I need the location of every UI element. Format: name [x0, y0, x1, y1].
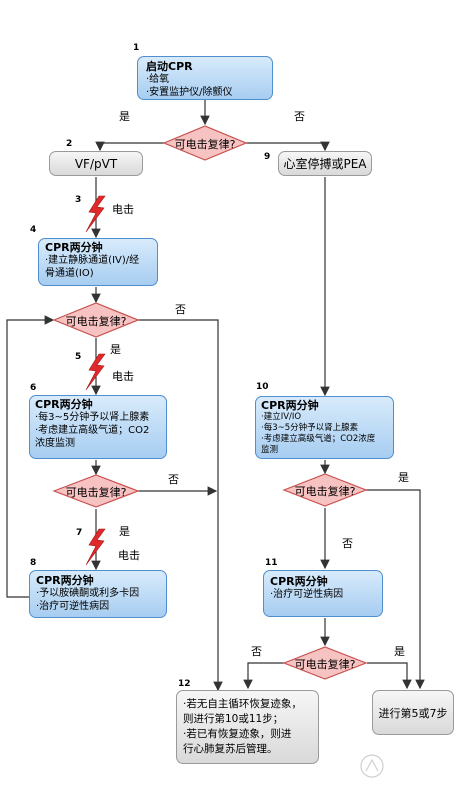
decision-right1-diamond: [282, 473, 368, 507]
step-8-title: CPR两分钟: [36, 574, 94, 587]
edge-label-yes-left1: 是: [110, 343, 121, 356]
step-number-5: 5: [75, 352, 82, 362]
step-12-details: ·若无自主循环恢复迹象， 则进行第10或11步； ·若已有恢复迹象，则进 行心肺…: [183, 698, 302, 755]
edge-no-to-9: [246, 141, 330, 152]
step-number-3: 3: [75, 195, 82, 205]
step-10-box: CPR两分钟 ·建立IV/IO ·每3~5分钟予以肾上腺素 ·考虑建立高级气道；…: [255, 396, 394, 459]
edge-loop-back: [6, 315, 55, 598]
shock-label-3: 电击: [112, 203, 134, 216]
step-9-asystole-pea: 心室停搏或PEA: [278, 151, 372, 176]
edge-label-no-top: 否: [294, 110, 305, 123]
step-8-box: CPR两分钟 ·予以胺碘酮或利多卡因 ·治疗可逆性病因: [29, 570, 167, 618]
step-number-6: 6: [30, 383, 37, 393]
shock-bolt-icon-5: [85, 353, 106, 391]
step-number-2: 2: [66, 139, 73, 149]
step-number-1: 1: [133, 43, 140, 53]
step-11-box: CPR两分钟 ·治疗可逆性病因: [263, 570, 383, 617]
step-8-details: ·予以胺碘酮或利多卡因 ·治疗可逆性病因: [36, 588, 140, 612]
step-4-title: CPR两分钟: [45, 241, 103, 254]
step-10-title: CPR两分钟: [261, 399, 319, 412]
watermark-logo: [360, 754, 384, 778]
step-number-9: 9: [264, 152, 271, 162]
step-6-details: ·每3~5分钟予以肾上腺素 ·考虑建立高级气道；CO2 浓度监测: [35, 412, 150, 449]
step-6-title: CPR两分钟: [35, 398, 93, 411]
step-number-8: 8: [30, 558, 37, 568]
step-number-12: 12: [178, 679, 191, 689]
edge-label-no-left1: 否: [175, 303, 186, 316]
step-1-box: 启动CPR ·给氧 ·安置监护仪/除颤仪: [137, 56, 273, 100]
edge-yes-to-2: [95, 141, 164, 152]
step-4-details: ·建立静脉通道(IV)/经 骨通道(IO): [45, 255, 140, 279]
step-number-11: 11: [265, 558, 278, 568]
decision-top-diamond: [162, 125, 248, 161]
shock-bolt-icon-3: [85, 195, 106, 233]
decision-left1-diamond: [52, 302, 140, 338]
edge-label-yes-right2: 是: [394, 645, 405, 658]
decision-left2-label: 可电击复律?: [65, 486, 127, 499]
decision-right2-diamond: [282, 646, 368, 680]
edge-label-no-right1: 否: [342, 537, 353, 550]
decision-left2-diamond: [52, 474, 140, 508]
edge-no-to-12b: [243, 662, 284, 690]
edge-yes-to-goto: [365, 489, 425, 690]
step-6-box: CPR两分钟 ·每3~5分钟予以肾上腺素 ·考虑建立高级气道；CO2 浓度监测: [29, 395, 167, 459]
decision-right1-label: 可电击复律?: [294, 485, 356, 498]
step-2-vf-pvt: VF/pVT: [49, 151, 143, 176]
shock-label-5: 电击: [112, 370, 134, 383]
step-12-box: ·若无自主循环恢复迹象， 则进行第10或11步； ·若已有恢复迹象，则进 行心肺…: [176, 690, 319, 764]
shock-label-7: 电击: [118, 549, 140, 562]
step-4-box: CPR两分钟 ·建立静脉通道(IV)/经 骨通道(IO): [38, 238, 158, 286]
edge-label-yes-right1: 是: [398, 471, 409, 484]
step-10-details: ·建立IV/IO ·每3~5分钟予以肾上腺素 ·考虑建立高级气道；CO2浓度 监…: [261, 412, 376, 455]
step-number-10: 10: [256, 382, 269, 392]
goto-step-5-or-7: 进行第5或7步: [372, 690, 454, 735]
edge-label-no-right2: 否: [251, 645, 262, 658]
step-1-title: 启动CPR: [146, 60, 193, 73]
decision-right2-label: 可电击复律?: [294, 658, 356, 671]
decision-top-label: 可电击复律?: [174, 138, 236, 151]
edge-label-yes-left2: 是: [119, 525, 130, 538]
step-11-details: ·治疗可逆性病因: [270, 589, 344, 600]
decision-left1-label: 可电击复律?: [65, 315, 127, 328]
step-number-7: 7: [76, 528, 83, 538]
edge-label-yes-top: 是: [119, 110, 130, 123]
edge-yes-to-goto-b: [367, 662, 412, 690]
step-number-4: 4: [30, 225, 37, 235]
edge-no-to-12: [136, 319, 223, 692]
step-1-details: ·给氧 ·安置监护仪/除颤仪: [146, 74, 233, 98]
shock-bolt-icon-7: [85, 528, 106, 566]
step-11-title: CPR两分钟: [270, 575, 328, 588]
edge-label-no-left2: 否: [168, 473, 179, 486]
